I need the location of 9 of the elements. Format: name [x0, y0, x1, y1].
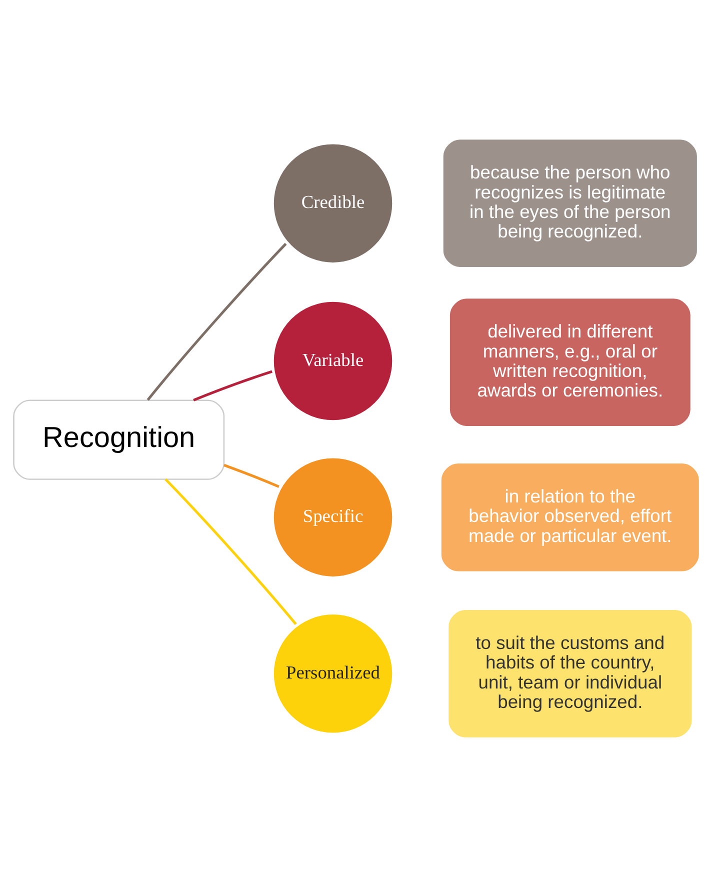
connector	[193, 370, 272, 402]
connector	[164, 478, 297, 625]
connector	[224, 464, 280, 488]
node-box: delivered in different manners, e.g., oral or written recognition, awards or ceremonies.	[450, 298, 690, 426]
node-box: because the person who recognizes is legitimate in the eyes of the person being recognized.	[443, 140, 697, 268]
node-box: in relation to the behavior observed, effort made or particular event.	[441, 463, 699, 572]
node-box: to suit the customs and habits of the country, unit, team or individual being recognized.	[448, 610, 692, 738]
connector	[146, 242, 287, 401]
node-box: Recognition	[13, 400, 225, 480]
